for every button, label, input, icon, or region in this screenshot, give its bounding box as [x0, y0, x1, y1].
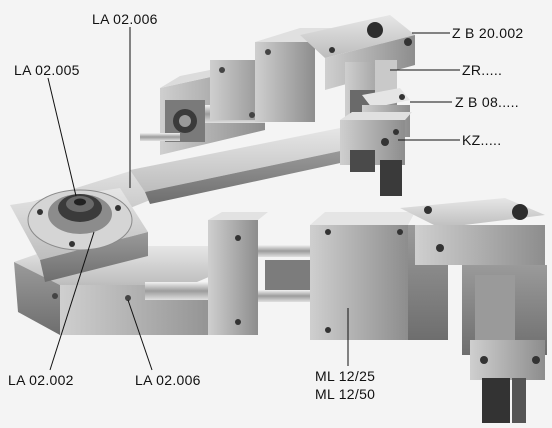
upper-linear-module	[140, 28, 360, 155]
label-la-02-005: LA 02.005	[14, 62, 80, 78]
label-ml-12-25: ML 12/25	[315, 368, 376, 384]
label-zr: ZR.....	[462, 62, 503, 78]
label-zb-08: Z B 08.....	[455, 94, 519, 110]
label-ml-12-50: ML 12/50	[315, 386, 376, 402]
pivot-plate	[10, 188, 148, 282]
lower-gripper-column	[400, 198, 547, 423]
label-zb-20-002: Z B 20.002	[452, 25, 524, 41]
label-la-02-002: LA 02.002	[8, 372, 74, 388]
kz-gripper	[340, 112, 412, 196]
label-la-02-006-bottom: LA 02.006	[135, 372, 201, 388]
label-kz: KZ.....	[462, 132, 502, 148]
leader-lines	[47, 27, 460, 371]
label-la-02-006-top: LA 02.006	[92, 11, 158, 27]
